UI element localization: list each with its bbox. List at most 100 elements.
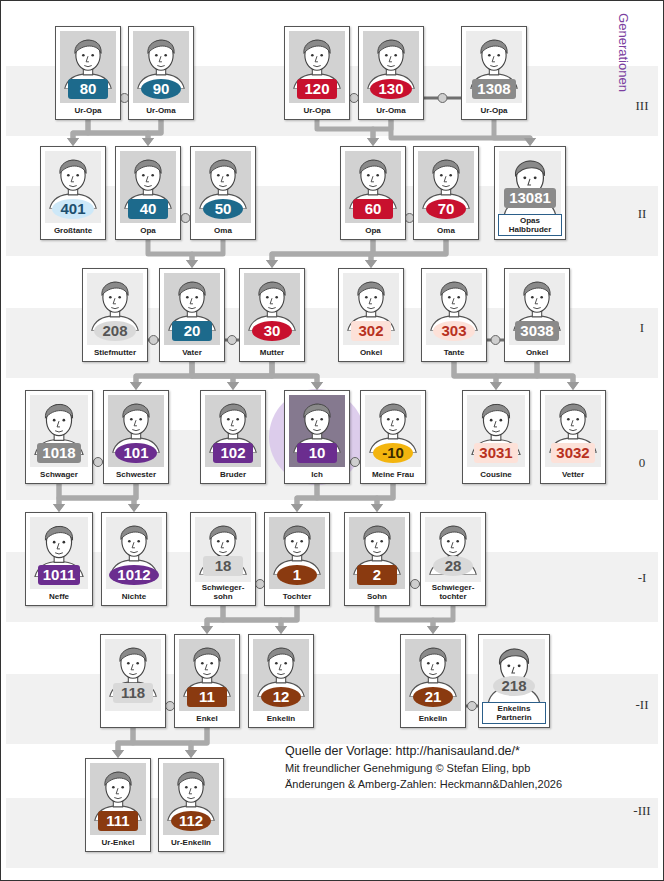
arrow-head: [427, 626, 439, 634]
generation-label: 0: [639, 455, 646, 471]
generation-label: -III: [633, 803, 650, 819]
person-card: 130Ur-Oma: [358, 26, 424, 120]
amberg-number: 13081: [504, 188, 556, 208]
arrow-head: [524, 138, 536, 146]
axis-title: Generationen: [616, 13, 631, 92]
person-card: 21Enkelin: [400, 634, 466, 728]
arrow-head: [367, 138, 379, 146]
relation-name: Enkelin: [252, 713, 310, 724]
arrow-head: [490, 382, 502, 390]
amberg-number: 60: [353, 199, 393, 219]
amberg-number: 111: [98, 811, 138, 831]
person-card: 2Sohn: [344, 512, 410, 606]
arrow-head: [371, 504, 383, 512]
descent-line: [148, 240, 192, 261]
person-card: 3031Cousine: [462, 390, 530, 484]
amberg-number: 3038: [515, 321, 558, 341]
amberg-number: 70: [426, 199, 466, 219]
descent-line: [377, 606, 433, 627]
person-card: 120Ur-Opa: [284, 26, 350, 120]
descent-line: [192, 362, 317, 383]
relation-name: Schwester: [107, 469, 165, 480]
descent-arrow: [192, 362, 323, 390]
relation-name: Nichte: [105, 591, 163, 602]
partner-link: [93, 458, 103, 467]
person-card: 60Opa: [340, 146, 406, 240]
person-card: 13081Opas Halbbruder: [494, 146, 566, 240]
descent-line: [373, 120, 391, 139]
descent-arrow: [537, 362, 579, 390]
arrow-head: [53, 504, 65, 512]
arrow-head: [142, 138, 154, 146]
person-card: 302Onkel: [338, 268, 404, 362]
person-card: 303Tante: [421, 268, 487, 362]
amberg-number: 1: [277, 565, 317, 585]
handshake-dot: [181, 214, 190, 223]
descent-arrow: [128, 484, 140, 512]
amberg-number: 303: [433, 321, 474, 341]
amberg-number: 302: [351, 321, 391, 341]
handshake-dot: [228, 336, 237, 345]
person-card: 1308Ur-Opa: [461, 26, 527, 120]
descent-line: [391, 120, 530, 139]
arrow-head: [266, 260, 278, 268]
arrow-head: [291, 504, 303, 512]
relation-name: Tochter: [268, 591, 326, 602]
credit-note: Quelle der Vorlage: http://hanisauland.d…: [285, 744, 520, 758]
credit-note: Änderungen & Amberg-Zahlen: Heckmann&Dah…: [285, 778, 562, 790]
amberg-number: 50: [203, 199, 243, 219]
amberg-number: 101: [115, 443, 156, 463]
descent-line: [134, 484, 136, 505]
descent-line: [73, 120, 161, 139]
descent-line: [454, 362, 496, 383]
arrow-head: [227, 382, 239, 390]
amberg-number: 1308: [472, 79, 515, 99]
amberg-number: 112: [171, 811, 211, 831]
descent-arrow: [454, 362, 579, 390]
amberg-number: 10: [297, 443, 337, 463]
descent-line: [192, 362, 233, 383]
amberg-number: 18: [203, 556, 243, 576]
relation-name: Ur-Oma: [132, 105, 190, 116]
descent-arrow: [142, 120, 161, 146]
person-card: -10Meine Frau: [360, 390, 426, 484]
arrow-head: [185, 750, 197, 758]
descent-line: [192, 240, 223, 261]
relation-name: Tante: [425, 347, 483, 358]
person-card: 112Ur-Enkelin: [158, 758, 224, 852]
descent-line: [317, 120, 373, 139]
descent-line: [118, 728, 207, 751]
handshake-dot: [411, 580, 420, 589]
amberg-number: 130: [370, 79, 411, 99]
portrait-area: [499, 151, 561, 223]
descent-arrow: [317, 484, 383, 512]
handshake-dot: [351, 458, 360, 467]
descent-line: [59, 484, 134, 505]
person-card: 18Schwieger-sohn: [190, 512, 256, 606]
arrow-head: [490, 382, 502, 390]
descent-line: [297, 484, 393, 505]
relation-name: Mutter: [243, 347, 301, 358]
relation-name: Cousine: [466, 469, 526, 480]
arrow-head: [67, 138, 79, 146]
descent-line: [272, 240, 373, 261]
amberg-number: 3031: [474, 443, 517, 463]
person-card: 101Schwester: [103, 390, 169, 484]
person-card: 102Bruder: [200, 390, 266, 484]
relation-name: Ur-Enkel: [89, 837, 147, 848]
descent-arrow: [266, 240, 446, 268]
person-card: 50Oma: [190, 146, 256, 240]
relation-name: Enkel: [178, 713, 236, 724]
descent-arrow: [317, 120, 379, 146]
amberg-number: 401: [52, 199, 93, 219]
handshake-dot: [468, 702, 477, 711]
descent-arrow: [427, 606, 453, 634]
generation-label: II: [638, 206, 647, 222]
relation-name: Ur-Enkelin: [162, 837, 220, 848]
descent-line: [272, 240, 446, 261]
person-card: 111Ur-Enkel: [85, 758, 151, 852]
amberg-number: 40: [128, 199, 168, 219]
amberg-number: 3032: [551, 443, 594, 463]
arrow-head: [524, 138, 536, 146]
person-card: 3038Onkel: [504, 268, 570, 362]
